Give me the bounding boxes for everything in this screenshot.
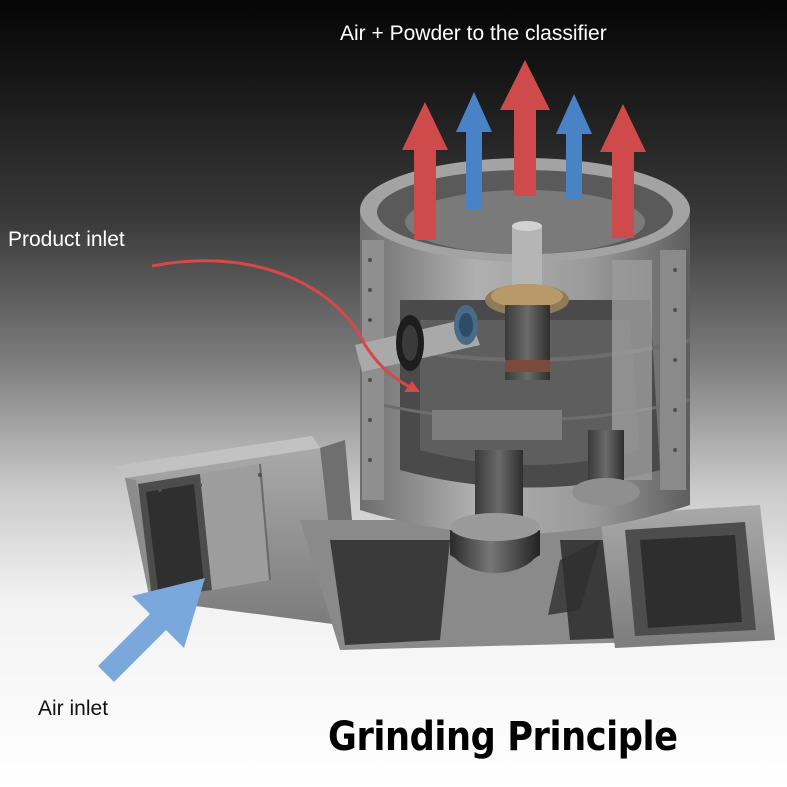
outlet-label: Air + Powder to the classifier — [340, 22, 607, 45]
diagram-title: Grinding Principle — [328, 714, 678, 760]
classifier-shaft — [485, 221, 569, 380]
bolts — [158, 258, 677, 492]
product-inlet-arrow — [151, 259, 420, 392]
outlet-arrow-red-3 — [600, 104, 646, 238]
outlet-arrows — [402, 60, 646, 240]
drive-shaft — [355, 305, 480, 372]
outlet-arrow-red-1 — [402, 102, 448, 240]
air-inlet-duct — [115, 436, 360, 625]
mill-base-housing — [300, 505, 775, 650]
grinding-rollers — [432, 410, 640, 615]
product-inlet-label: Product inlet — [8, 228, 125, 251]
outlet-arrow-red-2 — [500, 60, 550, 196]
outlet-arrow-blue-2 — [556, 94, 592, 200]
air-inlet-label: Air inlet — [38, 697, 109, 720]
outlet-arrow-blue-1 — [456, 92, 492, 210]
air-inlet-arrow-icon — [98, 578, 205, 682]
